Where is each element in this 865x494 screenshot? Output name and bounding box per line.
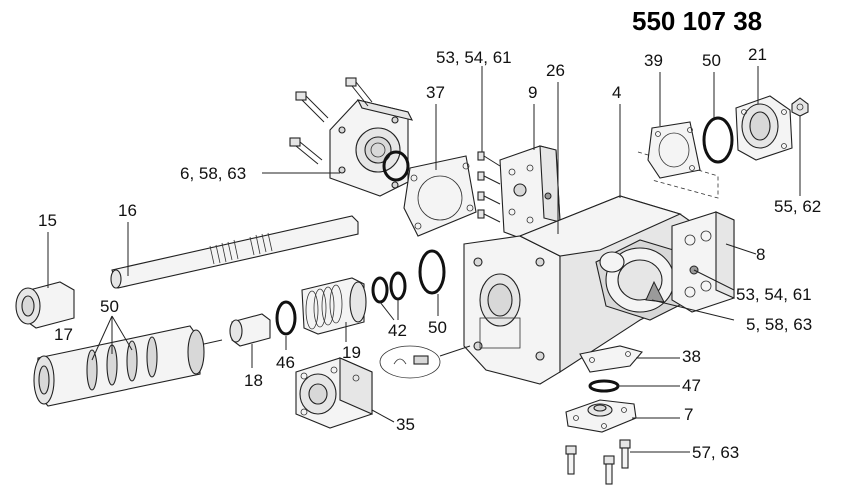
leader-line [651,299,735,321]
callout-8: 8 [756,245,765,264]
callout-46: 46 [276,353,295,372]
pump-35-part [295,357,373,429]
nut-15-part [15,281,75,329]
leader-line [111,315,133,351]
flange-cover-part [289,77,414,197]
o-ring-47-part [588,379,620,393]
callout-42: 42 [388,321,407,340]
o-ring-part [702,116,734,164]
bolt-55-62-part [791,97,809,117]
callout-19: 19 [342,343,361,362]
o-ring-42-part [371,276,389,304]
callout-50-top: 50 [702,51,721,70]
leader-line [693,269,735,291]
callout-7: 7 [684,405,693,424]
rear-block-part [671,211,735,313]
callout-47: 47 [682,376,701,395]
leader-line [203,339,223,345]
callout-38: 38 [682,347,701,366]
callout-16: 16 [118,201,137,220]
callout-35: 35 [396,415,415,434]
callout-18: 18 [244,371,263,390]
callout-21: 21 [748,45,767,64]
callout-39: 39 [644,51,663,70]
callout-15: 15 [38,211,57,230]
valve-block-part [477,145,561,239]
callout-55-62: 55, 62 [774,197,821,216]
callout-17: 17 [54,325,73,344]
end-cap-21-part [735,95,793,161]
callout-50-mid: 50 [428,318,447,337]
shaft-16-part [110,215,359,289]
detail-view [379,345,471,379]
callout-5-58-63: 5, 58, 63 [746,315,812,334]
callout-57-63: 57, 63 [692,443,739,462]
o-ring-50-part [418,249,446,295]
o-ring-42-part [389,271,407,301]
bolt-part [345,77,373,107]
callout-26: 26 [546,61,565,80]
main-housing-part [463,195,701,385]
callout-9: 9 [528,83,537,102]
leader-line [371,409,395,423]
bolt-57-63-part [619,439,631,469]
bolt-57-63-part [565,445,577,475]
callout-6-58-63: 6, 58, 63 [180,164,246,183]
o-ring-46-part [275,300,297,336]
gasket-38-part [579,345,643,373]
alignment-guide [637,151,719,199]
piston-19-part [301,277,367,335]
sleeve-17-part [33,325,205,407]
callout-37: 37 [426,83,445,102]
bolt-part [295,91,329,123]
leader-line [91,315,113,361]
bolt-57-63-part [603,455,615,485]
callout-50-left: 50 [100,297,119,316]
gasket-39-part [647,121,701,179]
cover-7-part [565,399,637,433]
callout-53-54-61-right: 53, 54, 61 [736,285,812,304]
leader-line [379,301,395,321]
bolt-part [289,137,323,165]
callout-4: 4 [612,83,621,102]
diagram-title: 550 107 38 [632,6,762,36]
gasket-37-part [403,155,477,237]
bushing-18-part [229,313,271,347]
leader-line [725,243,757,255]
callout-53-54-61-top: 53, 54, 61 [436,48,512,67]
